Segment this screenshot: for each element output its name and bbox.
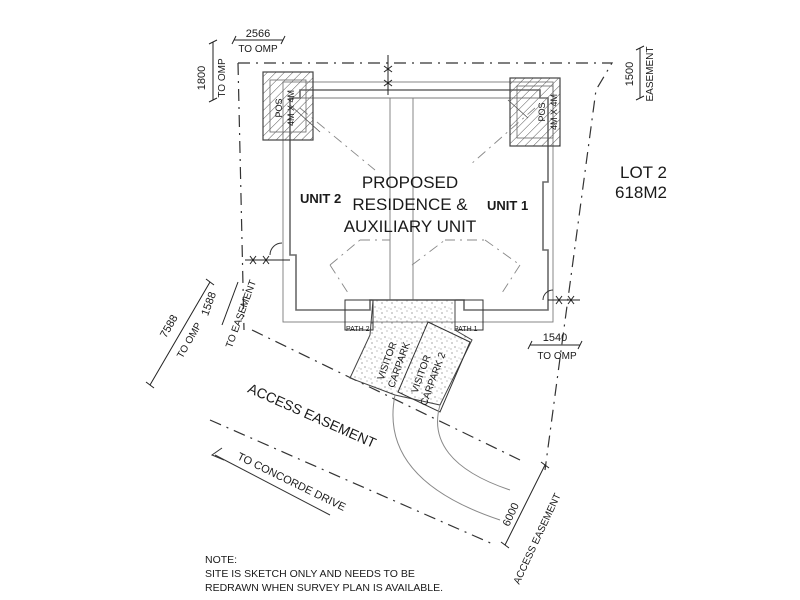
driveway-curve-outer — [392, 394, 501, 521]
driveway-curve-inner — [437, 404, 511, 491]
access-easement-label: ACCESS EASEMENT — [246, 380, 379, 451]
svg-text:2566: 2566 — [246, 28, 270, 40]
dimension-top-left: 2566 TO OMP — [231, 28, 286, 55]
dimension-left-short: 1588 TO EASEMENT — [199, 279, 259, 350]
door-swing-left — [269, 242, 283, 256]
lot-area: 618M2 — [615, 183, 667, 202]
svg-text:EASEMENT: EASEMENT — [645, 46, 656, 101]
pos-right-size: 4M X 4M — [549, 94, 559, 130]
lot-boundary — [238, 62, 614, 471]
svg-text:TO OMP: TO OMP — [217, 58, 228, 98]
dimension-bottom-right: 6000 ACCESS EASEMENT — [501, 461, 564, 586]
note-line-2: REDRAWN WHEN SURVEY PLAN IS AVAILABLE. — [205, 582, 443, 594]
pos-right-label: POS — [537, 102, 547, 121]
building-title-line-1: PROPOSED — [362, 173, 458, 192]
door-swing-right — [542, 289, 554, 301]
svg-text:TO OMP: TO OMP — [175, 321, 204, 361]
note-line-1: SITE IS SKETCH ONLY AND NEEDS TO BE — [205, 568, 415, 580]
unit-2-label: UNIT 2 — [300, 191, 341, 206]
dimension-left-top: 1800 TO OMP — [196, 39, 228, 103]
building-title-line-3: AUXILIARY UNIT — [344, 217, 477, 236]
lot-boundary-left — [237, 62, 245, 331]
svg-text:TO EASEMENT: TO EASEMENT — [224, 279, 259, 350]
dimension-left-long: 7588 TO OMP — [145, 278, 215, 389]
dimension-right-bottom: 1540 TO OMP — [527, 332, 583, 362]
building-title-line-2: RESIDENCE & — [352, 195, 468, 214]
visitor-carpark-2-box — [397, 321, 471, 413]
svg-text:7588: 7588 — [158, 313, 181, 340]
pos-left-size: 4M X 4M — [286, 90, 296, 126]
pos-left-label: POS — [274, 98, 284, 117]
road-direction-label: TO CONCORDE DRIVE — [235, 451, 347, 514]
svg-text:1800: 1800 — [196, 66, 208, 90]
easement-line-top — [251, 329, 521, 461]
svg-text:1500: 1500 — [624, 62, 636, 86]
pos-left: POS 4M X 4M — [262, 71, 321, 141]
svg-text:TO OMP: TO OMP — [238, 44, 278, 55]
note-title: NOTE: — [205, 554, 237, 566]
path-2-label: PATH 2 — [346, 326, 370, 333]
fence-markers — [245, 55, 580, 305]
concorde-drive-arrow — [210, 447, 331, 516]
unit-1-label: UNIT 1 — [487, 198, 528, 213]
lot-name: LOT 2 — [620, 163, 667, 182]
dimension-right-top: 1500 EASEMENT — [624, 45, 656, 102]
svg-text:6000: 6000 — [501, 501, 522, 528]
svg-text:TO OMP: TO OMP — [537, 351, 577, 362]
pos-right: POS 4M X 4M — [507, 77, 561, 147]
path-1-label: PATH 1 — [454, 326, 478, 333]
svg-text:1540: 1540 — [543, 332, 567, 344]
